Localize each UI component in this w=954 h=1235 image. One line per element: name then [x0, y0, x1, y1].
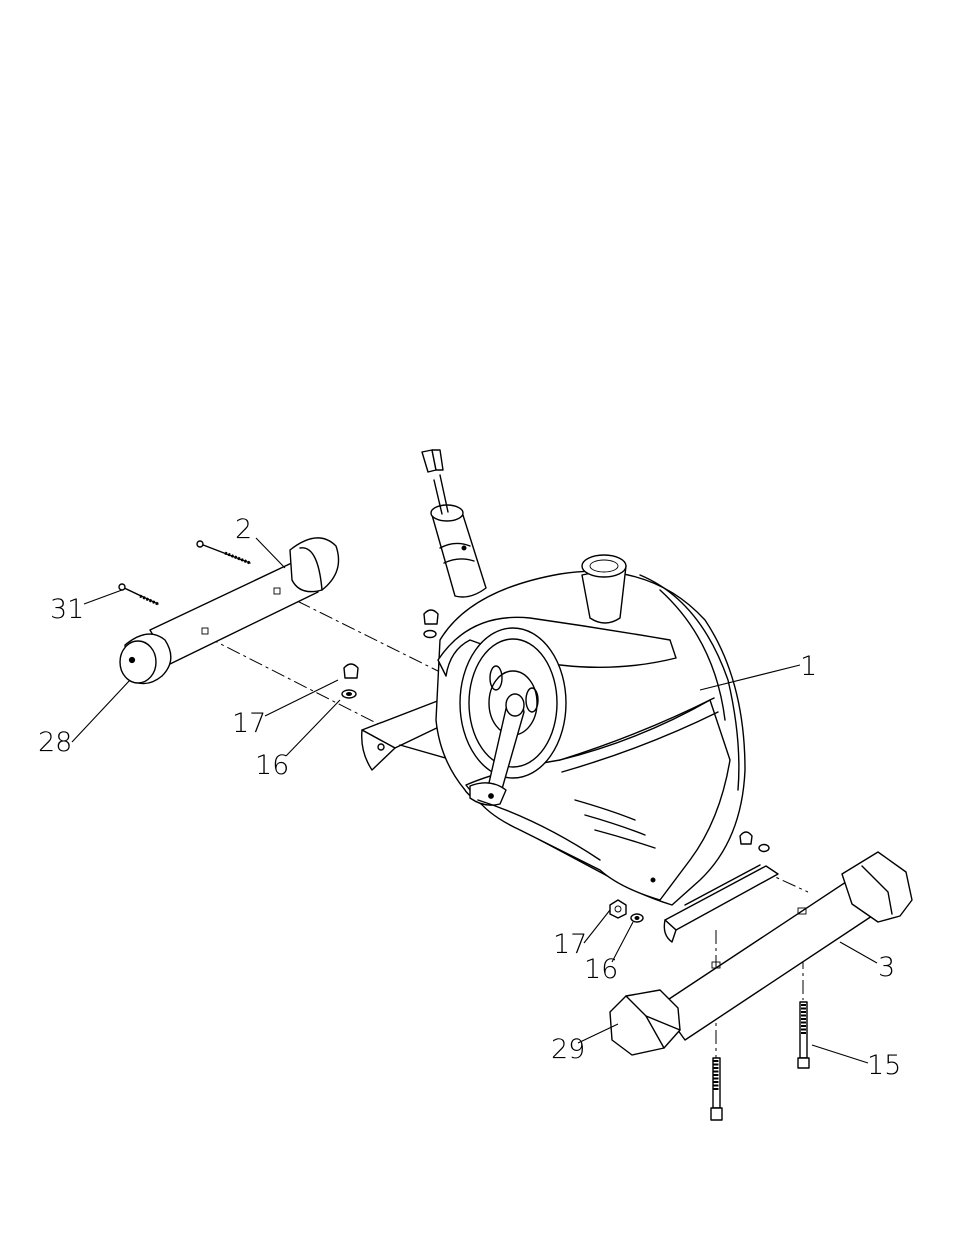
callout-31: 31 — [50, 594, 84, 625]
front-carriage-bolts — [711, 1002, 809, 1120]
callout-16-left: 16 — [255, 750, 289, 781]
handlebar-post — [422, 450, 486, 597]
rear-stabilizer-tube — [150, 538, 339, 664]
callout-16-right: 16 — [584, 954, 618, 985]
nut-washer-right — [610, 900, 643, 922]
main-frame-shroud — [436, 555, 745, 905]
callout-2: 2 — [235, 514, 252, 545]
front-end-cap — [610, 990, 680, 1055]
rear-end-cap — [120, 634, 171, 683]
nut-washer-left — [342, 610, 438, 698]
callout-28: 28 — [38, 727, 72, 758]
callout-17-left: 17 — [232, 708, 266, 739]
callout-15: 15 — [867, 1050, 901, 1081]
callout-3: 3 — [878, 952, 895, 983]
callout-1: 1 — [800, 651, 817, 682]
callout-29: 29 — [551, 1034, 585, 1065]
callout-17-right: 17 — [553, 929, 587, 960]
